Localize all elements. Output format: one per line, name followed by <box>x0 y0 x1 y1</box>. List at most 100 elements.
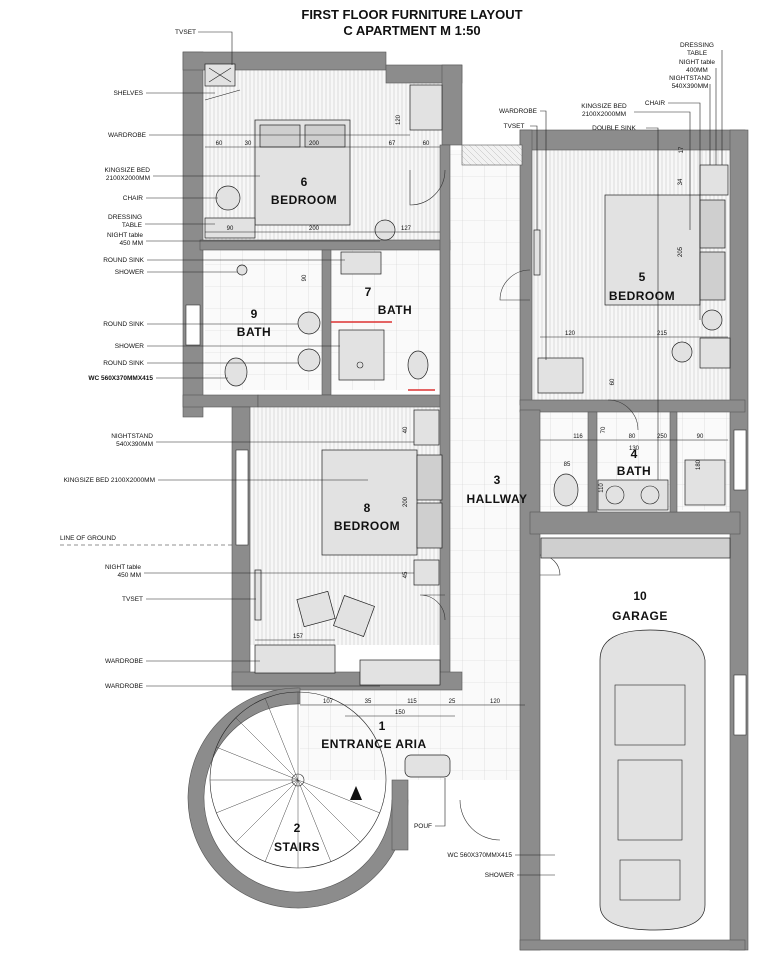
window-bedroom-8 <box>235 449 249 546</box>
bath-fixtures-north <box>224 251 435 391</box>
svg-text:17: 17 <box>679 146 685 153</box>
planter <box>461 144 523 166</box>
callout-kingsize-bed: KINGSIZE BED <box>104 167 150 174</box>
svg-text:200: 200 <box>309 141 320 147</box>
callout-dressing-table-5: DRESSING <box>680 42 714 49</box>
callout-dressing-table-2: TABLE <box>122 222 143 229</box>
night-table-8 <box>413 559 440 586</box>
wc <box>224 357 248 387</box>
svg-text:127: 127 <box>401 226 412 232</box>
callout-wc: WC 560X370MMX415 <box>88 375 153 382</box>
bath-4-fixtures <box>553 459 726 511</box>
callout-nightstand-size: 540X390MM <box>116 441 153 448</box>
tvset-5 <box>533 229 541 276</box>
shower <box>338 329 385 381</box>
room-10-name: GARAGE <box>612 609 668 623</box>
svg-text:115: 115 <box>407 699 417 705</box>
room-4-name: BATH <box>617 464 651 478</box>
svg-text:215: 215 <box>657 331 668 337</box>
room-8-number: 8 <box>364 501 371 515</box>
room-9-number: 9 <box>251 307 258 321</box>
dressing-table-5 <box>699 337 731 369</box>
callout-shower-2: SHOWER <box>115 343 145 350</box>
room-1-number: 1 <box>379 719 386 733</box>
callout-wardrobe: WARDROBE <box>108 132 147 139</box>
wardrobe-6 <box>409 84 443 131</box>
svg-text:90: 90 <box>302 274 308 281</box>
callout-double-sink: DOUBLE SINK <box>592 125 636 132</box>
callout-line-of-ground: LINE OF GROUND <box>60 535 116 542</box>
room-3-name: HALLWAY <box>466 492 527 506</box>
title-block: FIRST FLOOR FURNITURE LAYOUT C APARTMENT… <box>301 7 522 38</box>
callout-wardrobe-8b: WARDROBE <box>105 683 144 690</box>
svg-text:90: 90 <box>227 226 234 232</box>
callouts-right: DRESSING TABLE NIGHT table 400MM NIGHTST… <box>414 42 723 879</box>
room-9-name: BATH <box>237 325 271 339</box>
bedroom-5-furniture <box>461 144 731 394</box>
nightstand-5 <box>699 164 729 196</box>
round-sink <box>297 311 321 335</box>
svg-text:30: 30 <box>245 141 252 147</box>
svg-text:200: 200 <box>403 496 409 507</box>
svg-text:34: 34 <box>678 178 684 185</box>
callout-wardrobe-8a: WARDROBE <box>105 658 144 665</box>
svg-text:40: 40 <box>403 426 409 433</box>
double-sink <box>597 479 669 511</box>
window-bath-4 <box>733 429 747 491</box>
room-6-number: 6 <box>301 175 308 189</box>
callout-kingsize-bed-5: KINGSIZE BED <box>581 103 627 110</box>
callout-tvset-5: TVSET <box>504 123 525 130</box>
dimensions: 60 30 200 67 60 120 90 200 127 90 34 205… <box>205 114 728 717</box>
room-1-name: ENTRANCE ARIA <box>321 737 426 751</box>
stair-arrow-icon <box>350 786 362 800</box>
callout-tvset-8: TVSET <box>122 596 143 603</box>
callout-nightstand-5: NIGHTSTAND <box>669 75 711 82</box>
round-sink <box>297 348 321 372</box>
svg-text:120: 120 <box>565 331 576 337</box>
wardrobe-5 <box>537 357 584 394</box>
callout-kingsize-bed-8: KINGSIZE BED 2100X2000MM <box>64 477 155 484</box>
svg-text:60: 60 <box>610 378 616 385</box>
svg-text:120: 120 <box>396 114 402 125</box>
windows <box>185 304 747 736</box>
callout-dressing-table-5-2: TABLE <box>687 50 708 57</box>
room-5-number: 5 <box>639 270 646 284</box>
svg-text:110: 110 <box>599 483 605 493</box>
room-3-number: 3 <box>494 473 501 487</box>
room-8-name: BEDROOM <box>334 519 400 533</box>
callout-nightstand-5-size: 540X390MM <box>672 83 709 90</box>
window-garage <box>733 674 747 736</box>
room-6-name: BEDROOM <box>271 193 337 207</box>
wc-7 <box>407 350 429 380</box>
bedroom-6-furniture <box>204 63 443 241</box>
callout-kingsize-bed-size: 2100X2000MM <box>106 175 150 182</box>
callout-chair: CHAIR <box>123 195 144 202</box>
plan-subtitle: C APARTMENT M 1:50 <box>343 23 480 38</box>
callout-wc-b: WC 560X370MMX415 <box>447 852 512 859</box>
svg-text:80: 80 <box>629 434 636 440</box>
svg-text:200: 200 <box>309 226 320 232</box>
svg-text:85: 85 <box>564 462 571 468</box>
chair-8a <box>296 590 336 628</box>
svg-text:67: 67 <box>389 141 396 147</box>
svg-text:60: 60 <box>423 141 430 147</box>
svg-text:250: 250 <box>657 434 668 440</box>
svg-text:45: 45 <box>403 571 409 578</box>
chair-6 <box>215 185 241 211</box>
dressing-table-6 <box>204 217 256 239</box>
callout-shower: SHOWER <box>115 269 145 276</box>
callout-night-table-8-size: 450 MM <box>118 572 141 579</box>
plan-title: FIRST FLOOR FURNITURE LAYOUT <box>301 7 522 22</box>
night-table-5 <box>671 341 693 363</box>
kingsize-bed-8 <box>321 449 418 556</box>
svg-text:70: 70 <box>601 426 607 433</box>
chair-5 <box>701 309 723 331</box>
callout-shower-c: SHOWER <box>485 872 515 879</box>
callout-night-table-8: NIGHT table <box>105 564 141 571</box>
pouf <box>404 754 451 778</box>
callout-round-sink-3: ROUND SINK <box>103 360 144 367</box>
stair-treads <box>210 692 381 868</box>
nightstand-8 <box>413 409 440 446</box>
callout-night-table-5-size: 400MM <box>686 67 708 74</box>
svg-text:35: 35 <box>365 699 372 705</box>
